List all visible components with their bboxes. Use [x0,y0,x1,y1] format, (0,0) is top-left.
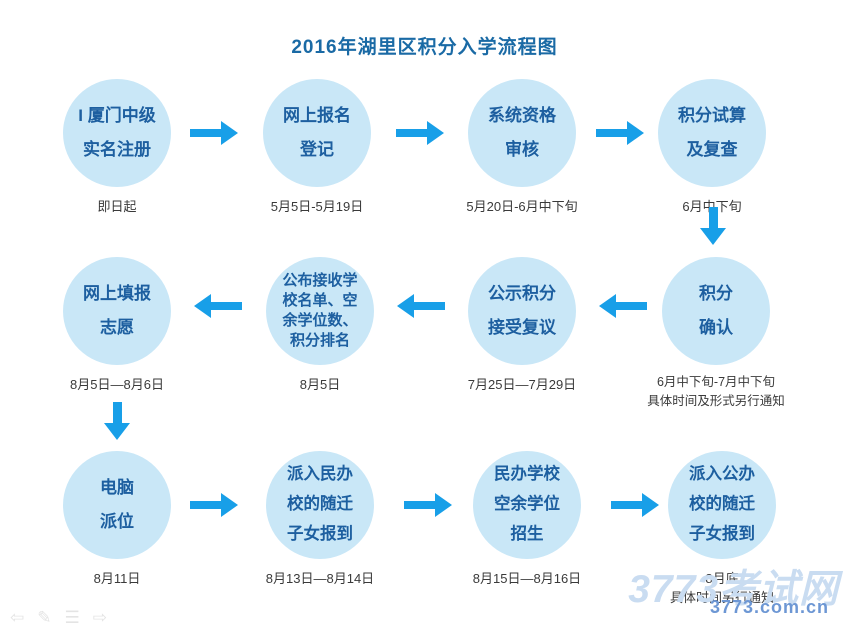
next-slide-icon[interactable]: ⇨ [92,608,107,627]
flow-node-6-caption: 7月25日—7月29日 [467,377,577,392]
flow-node-12: 派入公办 校的随迁 子女报到 8月底 具体时间另行通知 [627,451,817,608]
flow-node-7-circle: 公布接收学 校名单、空 余学位数、 积分排名 [266,257,374,365]
flow-node-8-circle: 网上填报 志愿 [63,257,171,365]
flow-node-3-circle: 系统资格 审核 [468,79,576,187]
flow-node-11-caption: 8月15日—8月16日 [472,571,582,586]
slideshow-controls: ⇦ ✎ ☰ ⇨ [10,608,107,628]
flow-node-1-caption: 即日起 [97,199,137,214]
arrow-right-icon [190,121,238,145]
arrow-down-icon [700,207,726,245]
watermark-url: 3773.com.cn [709,597,829,617]
flow-node-5: 积分 确认 6月中下旬-7月中下旬 具体时间及形式另行通知 [621,257,811,411]
prev-slide-icon[interactable]: ⇦ [10,608,25,627]
flow-node-4: 积分试算 及复查 6月中下旬 [617,79,807,217]
flow-node-2: 网上报名 登记 5月5日-5月19日 [222,79,412,217]
flow-node-2-caption: 5月5日-5月19日 [270,199,364,214]
watermark-site-name: 3773考试网 [628,568,839,611]
pen-icon[interactable]: ✎ [37,608,52,627]
menu-icon[interactable]: ☰ [64,608,80,627]
flow-node-10-circle: 派入民办 校的随迁 子女报到 [266,451,374,559]
arrow-down-icon [104,402,130,440]
arrow-left-icon [599,294,647,318]
flow-node-9-caption: 8月11日 [93,571,141,586]
flow-node-5-caption: 6月中下旬-7月中下旬 具体时间及形式另行通知 [647,375,785,408]
flow-node-4-circle: 积分试算 及复查 [658,79,766,187]
flow-node-3: 系统资格 审核 5月20日-6月中下旬 [427,79,617,217]
arrow-left-icon [194,294,242,318]
arrow-right-icon [396,121,444,145]
flow-node-10-caption: 8月13日—8月14日 [265,571,375,586]
flow-node-9-circle: 电脑 派位 [63,451,171,559]
flow-node-12-circle: 派入公办 校的随迁 子女报到 [668,451,776,559]
flow-node-2-circle: 网上报名 登记 [263,79,371,187]
arrow-right-icon [596,121,644,145]
flow-node-7-caption: 8月5日 [299,377,341,392]
flow-node-12-caption: 8月底 具体时间另行通知 [669,571,774,605]
flow-node-6-circle: 公示积分 接受复议 [468,257,576,365]
flow-node-4-caption: 6月中下旬 [682,198,741,217]
flow-node-11-circle: 民办学校 空余学位 招生 [473,451,581,559]
flow-node-6: 公示积分 接受复议 7月25日—7月29日 [427,257,617,395]
flow-node-1: I 厦门中级 实名注册 即日起 [22,79,212,217]
arrow-right-icon [611,493,659,517]
arrow-left-icon [397,294,445,318]
flow-node-5-circle: 积分 确认 [662,257,770,365]
flow-node-8-caption: 8月5日—8月6日 [70,377,164,392]
page-title: 2016年湖里区积分入学流程图 [291,37,558,58]
flow-node-8: 网上填报 志愿 8月5日—8月6日 [22,257,212,395]
flow-node-7: 公布接收学 校名单、空 余学位数、 积分排名 8月5日 [225,257,415,395]
flow-node-3-caption: 5月20日-6月中下旬 [466,199,578,214]
flow-node-1-circle: I 厦门中级 实名注册 [63,79,171,187]
flow-node-11: 民办学校 空余学位 招生 8月15日—8月16日 [432,451,622,589]
arrow-right-icon [404,493,452,517]
flow-node-9: 电脑 派位 8月11日 [22,451,212,589]
arrow-right-icon [190,493,238,517]
flow-node-10: 派入民办 校的随迁 子女报到 8月13日—8月14日 [225,451,415,589]
